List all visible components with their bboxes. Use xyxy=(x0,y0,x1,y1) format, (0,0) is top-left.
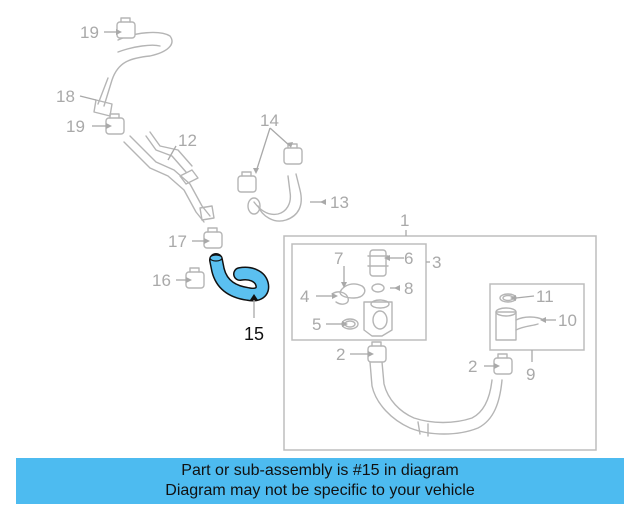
callout-14: 14 xyxy=(260,111,279,130)
callout-12: 12 xyxy=(178,131,197,150)
clamp-2-right xyxy=(493,353,513,375)
info-banner: Part or sub-assembly is #15 in diagram D… xyxy=(16,458,624,504)
arrow-heads xyxy=(106,29,546,369)
clamp-14-left xyxy=(237,171,257,193)
callout-2-right: 2 xyxy=(468,357,477,376)
clamp-2-left xyxy=(367,341,387,363)
clamp-17 xyxy=(203,227,223,249)
thermostat-body xyxy=(363,299,393,337)
hose-15-highlighted xyxy=(209,253,270,302)
callout-9: 9 xyxy=(526,365,535,384)
callout-2-left: 2 xyxy=(336,345,345,364)
hose-clip-4 xyxy=(331,291,349,305)
callout-8: 8 xyxy=(404,279,413,298)
clamp-16 xyxy=(185,267,205,289)
banner-line-2: Diagram may not be specific to your vehi… xyxy=(165,482,475,499)
callout-11: 11 xyxy=(536,287,554,306)
callout-3: 3 xyxy=(432,253,441,272)
pipe-12 xyxy=(123,131,215,223)
clamp-19-top xyxy=(116,17,136,39)
callout-16: 16 xyxy=(152,271,171,290)
parts-diagram: 19 18 19 12 14 13 17 16 15 1 7 6 3 4 8 5… xyxy=(56,17,597,451)
banner-line-1: Part or sub-assembly is #15 in diagram xyxy=(181,462,459,479)
callout-5: 5 xyxy=(312,315,321,334)
arrow-head-15 xyxy=(250,294,258,300)
seal-8 xyxy=(371,283,385,293)
callout-19-lower: 19 xyxy=(66,117,85,136)
lower-pipe xyxy=(369,361,503,437)
callout-17: 17 xyxy=(168,232,187,251)
callout-6: 6 xyxy=(404,249,413,268)
callout-10: 10 xyxy=(558,311,577,330)
assembly-box-3 xyxy=(291,243,427,341)
housing-6 xyxy=(367,249,389,277)
clamp-19-lower xyxy=(105,113,125,135)
clamp-14-right xyxy=(283,143,303,165)
connector-10 xyxy=(495,307,545,341)
assembly-box-1 xyxy=(283,235,597,451)
hose-13 xyxy=(247,173,302,222)
callout-1: 1 xyxy=(400,211,409,230)
leader-lines xyxy=(79,31,556,367)
callout-18: 18 xyxy=(56,87,75,106)
callout-19-top: 19 xyxy=(80,23,99,42)
gasket-7 xyxy=(339,283,366,299)
callout-13: 13 xyxy=(330,193,349,212)
pipe-18 xyxy=(93,31,173,117)
assembly-box-9 xyxy=(489,283,585,351)
callout-15: 15 xyxy=(244,324,264,344)
callout-4: 4 xyxy=(300,287,309,306)
callout-7: 7 xyxy=(334,249,343,268)
